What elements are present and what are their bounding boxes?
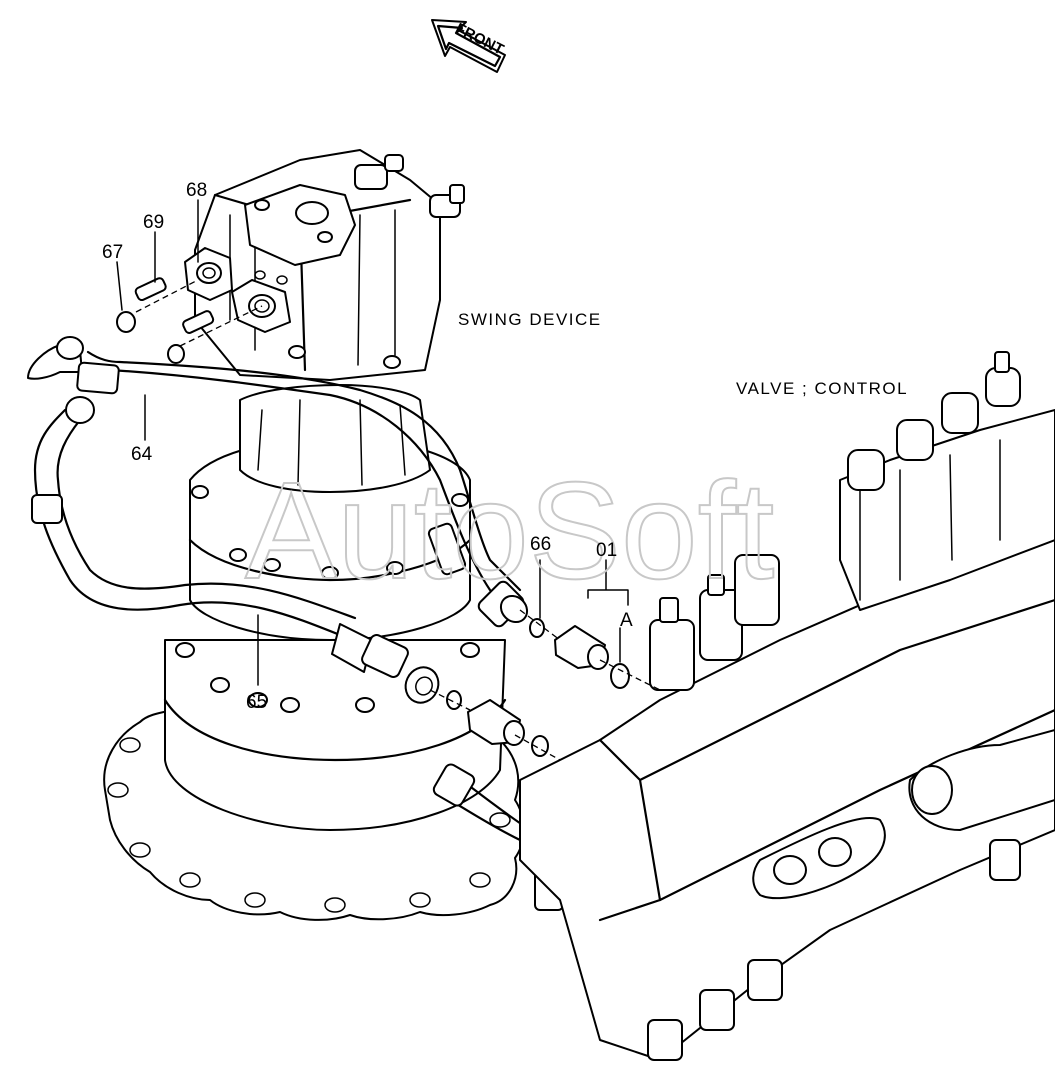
centerlines — [135, 279, 661, 761]
callout-65: 65 — [246, 692, 267, 713]
control-valve — [519, 351, 1055, 1061]
callout-64: 64 — [131, 444, 153, 465]
callout-01: 01 — [596, 540, 617, 561]
label-swing-device: SWING DEVICE — [458, 310, 602, 329]
callout-a: A — [620, 610, 633, 631]
hose-64 — [27, 336, 529, 628]
label-valve-control: VALVE ; CONTROL — [736, 379, 908, 398]
callout-01-bracket — [587, 559, 629, 606]
o-ring-66b — [446, 690, 462, 710]
callout-66: 66 — [530, 534, 551, 555]
bolt-69 — [134, 277, 215, 334]
flange-fitting-68 — [184, 247, 291, 333]
callout-68: 68 — [186, 180, 207, 201]
relief-valve-caps — [354, 154, 465, 218]
o-ring-a — [610, 663, 630, 689]
swing-device-motor-block — [194, 149, 441, 381]
o-ring-67 — [116, 311, 136, 333]
callout-69: 69 — [143, 212, 164, 233]
housing-bolt-heads — [191, 485, 469, 580]
front-arrow-marker: FRONT — [431, 19, 506, 73]
spool-caps — [649, 351, 1021, 691]
watermark: AutoSoft — [245, 454, 774, 608]
swing-device-neck — [239, 384, 431, 493]
o-ring-67b — [167, 344, 185, 364]
leader-lines — [116, 199, 621, 686]
callout-67: 67 — [102, 242, 123, 263]
adapter-01 — [467, 625, 609, 746]
flange-bolt-holes — [107, 737, 511, 913]
o-ring-66 — [529, 618, 545, 638]
hose-65 — [31, 396, 440, 704]
swing-device-top-plate — [244, 184, 356, 266]
